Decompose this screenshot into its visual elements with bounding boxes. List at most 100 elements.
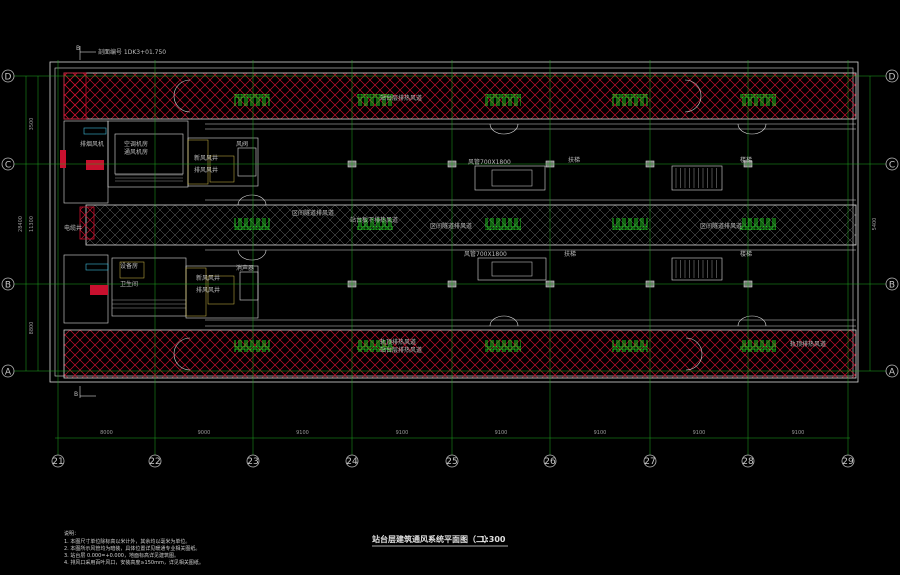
equipment-labels: 风管700X1800 风管700X1800 扶梯 楼梯 扶梯 楼梯 风阀 消声器: [236, 140, 752, 272]
svg-text:B: B: [889, 281, 895, 291]
left-rooms-yellow-detail: [119, 139, 235, 317]
drawing-title: 站台层建筑通风系统平面图（二） 1:300: [372, 534, 508, 547]
column-bubble-26: [543, 454, 557, 468]
svg-text:C: C: [5, 161, 11, 171]
svg-text:新风风井: 新风风井: [194, 154, 218, 162]
svg-text:排烟风机: 排烟风机: [80, 140, 104, 148]
svg-text:站台层排热风道: 站台层排热风道: [380, 346, 422, 354]
svg-text:站台板下排热风道: 站台板下排热风道: [350, 216, 398, 224]
svg-text:通风机房: 通风机房: [124, 148, 148, 156]
svg-text:消声器: 消声器: [236, 264, 254, 272]
svg-text:楼梯: 楼梯: [740, 250, 752, 258]
air-diffuser-1-3: [612, 218, 648, 230]
general-notes: 说明： 1. 本图尺寸单位除标高以米计外，其余均以毫米为单位。 2. 本图所示风…: [64, 530, 204, 566]
column-bubble-23: [246, 454, 260, 468]
bay-dimension-texts: 8000 9000 9100 9100 9100 9100 9100 9100: [100, 430, 804, 436]
column-label-29: 29: [842, 457, 854, 467]
svg-text:风管700X1800: 风管700X1800: [464, 250, 507, 258]
air-diffuser-1-0: [234, 218, 270, 230]
svg-text:C: C: [889, 161, 895, 171]
bay-dimension-4: 9100: [396, 430, 409, 436]
top-air-duct-band: [63, 72, 857, 120]
svg-text:区间隧道排风道: 区间隧道排风道: [430, 222, 472, 230]
row-dimension-texts: 3500 11300 8800 28400 5400: [18, 118, 878, 335]
column-bubble-27: [643, 454, 657, 468]
svg-text:轨顶排热风道: 轨顶排热风道: [790, 340, 826, 348]
svg-text:3. 站台层 0.000=+0.000，地面标高详见建筑图。: 3. 站台层 0.000=+0.000，地面标高详见建筑图。: [64, 552, 179, 559]
svg-text:站台层排热风道: 站台层排热风道: [380, 94, 422, 102]
svg-text:B: B: [76, 45, 80, 52]
bay-dimension-2: 9000: [198, 430, 211, 436]
svg-text:B: B: [5, 281, 11, 291]
air-diffuser-2-2: [485, 340, 521, 352]
svg-text:1. 本图尺寸单位除标高以米计外，其余均以毫米为单位。: 1. 本图尺寸单位除标高以米计外，其余均以毫米为单位。: [64, 538, 190, 545]
section-marker-bottom: B: [74, 386, 96, 398]
svg-text:11300: 11300: [29, 216, 35, 232]
bay-dimension-3: 9100: [296, 430, 309, 436]
air-diffuser-2-1: [357, 340, 393, 352]
bay-dimension-8: 9100: [792, 430, 805, 436]
column-label-25: 25: [446, 457, 457, 467]
column-bubble-29: [841, 454, 855, 468]
bay-dimension-5: 9100: [495, 430, 508, 436]
column-label-27: 27: [644, 457, 655, 467]
column-bubble-28: [741, 454, 755, 468]
room-labels: 空调机房 通风机房 排烟风机 新风风井 排风风井 设备房 新风风井 排风风井 电…: [64, 140, 220, 294]
svg-text:站台层建筑通风系统平面图（二）: 站台层建筑通风系统平面图（二）: [372, 534, 492, 544]
svg-text:5400: 5400: [872, 218, 878, 231]
stair-hatch-left: [112, 174, 186, 309]
grid-lines: [14, 60, 886, 455]
svg-text:新风风井: 新风风井: [196, 274, 220, 282]
row-bubble-b: B B: [1, 277, 899, 291]
column-label-28: 28: [742, 457, 754, 467]
column-label-21: 21: [52, 457, 63, 467]
svg-text:8800: 8800: [29, 322, 35, 335]
column-label-24: 24: [346, 457, 358, 467]
svg-text:空调机房: 空调机房: [124, 140, 148, 148]
column-bubble-24: [345, 454, 359, 468]
air-diffuser-2-4: [740, 340, 776, 352]
svg-text:风阀: 风阀: [236, 140, 248, 148]
escalator-lower-left: [477, 257, 547, 281]
air-diffuser-2-3: [612, 340, 648, 352]
svg-text:3500: 3500: [29, 118, 35, 131]
bay-dimension-1: 8000: [100, 430, 113, 436]
svg-text:卫生间: 卫生间: [120, 280, 138, 288]
middle-exhaust-duct-upper: [79, 204, 857, 246]
air-diffuser-0-3: [612, 94, 648, 106]
row-bubble-a: A A: [1, 364, 899, 378]
escalator-lower-right: [671, 257, 723, 281]
svg-text:区间隧道排风道: 区间隧道排风道: [700, 222, 742, 230]
air-diffuser-0-0: [234, 94, 270, 106]
svg-text:D: D: [5, 73, 12, 83]
svg-text:扶梯: 扶梯: [568, 156, 580, 164]
svg-text:区间隧道排风道: 区间隧道排风道: [292, 209, 334, 217]
svg-text:楼梯: 楼梯: [740, 156, 752, 164]
fan-units: [60, 150, 108, 295]
svg-text:A: A: [5, 368, 12, 378]
air-diffuser-0-1: [357, 94, 393, 106]
column-label-22: 22: [149, 457, 160, 467]
svg-text:排风风井: 排风风井: [196, 286, 220, 294]
section-marker-top: B 剖面编号 1DK3+01.750: [76, 45, 166, 60]
corridor-labels: 站台层排热风道 区间隧道排风道 站台板下排热风道 区间隧道排风道 区间隧道排风道…: [292, 94, 826, 354]
duct-arcs: [173, 79, 767, 371]
svg-text:2. 本图所示风管均为暗装，具体位置详见暖通专业相关图纸。: 2. 本图所示风管均为暗装，具体位置详见暖通专业相关图纸。: [64, 545, 200, 552]
svg-text:D: D: [889, 73, 896, 83]
air-diffusers: [234, 94, 776, 352]
bay-dimension-7: 9100: [693, 430, 706, 436]
platform-lines: [205, 123, 856, 327]
svg-text:风管700X1800: 风管700X1800: [468, 158, 511, 166]
column-bubble-21: [51, 454, 65, 468]
escalator-upper-left: [474, 165, 546, 191]
svg-text:电缆井: 电缆井: [64, 224, 82, 232]
svg-text:剖面编号 1DK3+01.750: 剖面编号 1DK3+01.750: [98, 48, 166, 56]
air-diffuser-2-0: [234, 340, 270, 352]
row-bubble-d: D D: [1, 69, 899, 83]
air-diffuser-1-1: [357, 218, 393, 230]
svg-text:排风风井: 排风风井: [194, 166, 218, 174]
bay-dimension-6: 9100: [594, 430, 607, 436]
air-diffuser-0-2: [485, 94, 521, 106]
